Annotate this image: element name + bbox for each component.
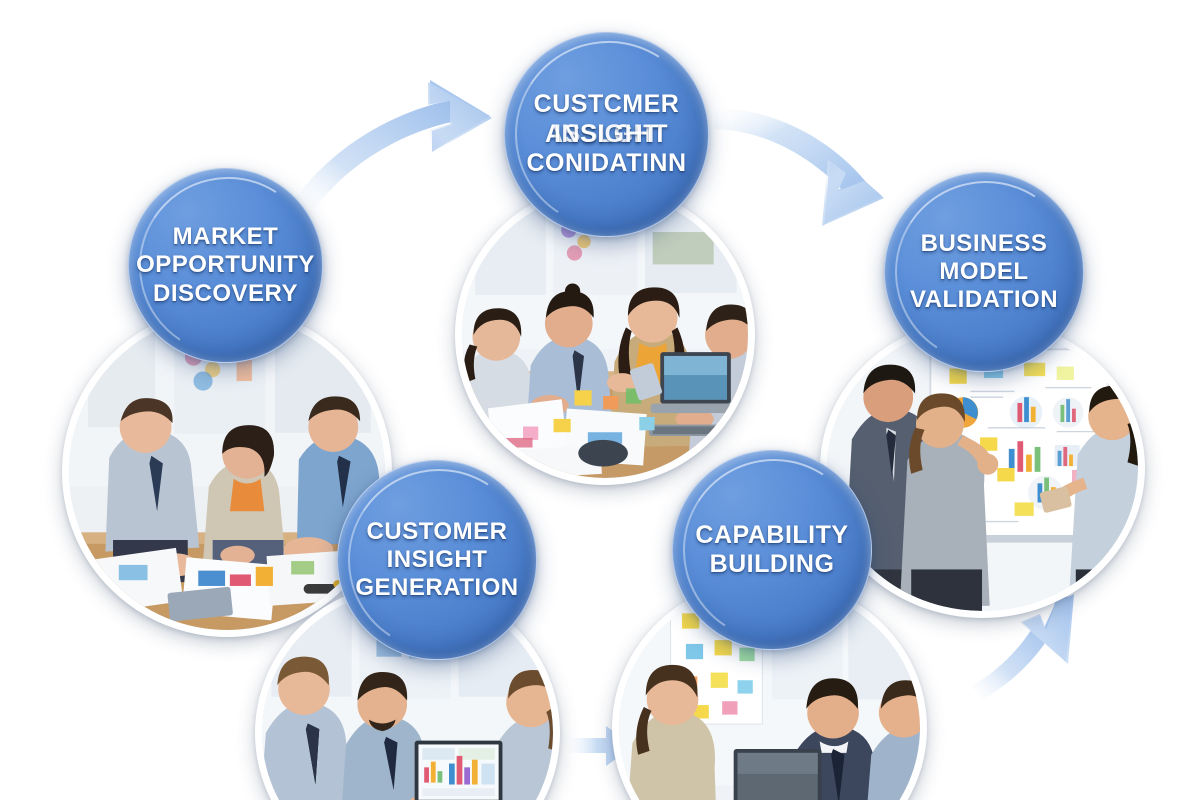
node-capability-building-label: CAPABILITY BUILDING — [695, 520, 849, 579]
node-market-opportunity-discovery[interactable]: MARKET OPPORTUNITY DISCOVERY — [128, 168, 323, 363]
node-capability-building[interactable]: CAPABILITY BUILDING — [672, 450, 872, 650]
node-label-line-2-front: ASSLGHT — [545, 119, 668, 148]
node-business-model-validation-label: BUSINESS MODEL VALIDATION — [909, 229, 1059, 314]
node-customer-insight-generation-label: CUSTOMER INSIGHT GENERATION — [355, 517, 519, 602]
node-customer-insight-generation[interactable]: CUSTOMER INSIGHT GENERATION — [337, 460, 537, 660]
node-customer-insight-top-label: CUSTCMER INSIGHT ASSLGHT CONIDATINN — [518, 90, 694, 179]
photo-business-model-image — [827, 325, 1138, 611]
node-label-line-3: CONIDATINN — [526, 149, 687, 178]
node-label-line-1: CUSTCMER — [533, 90, 680, 119]
node-label-line-2-back: INSIGHT — [554, 119, 659, 148]
node-customer-insight-top[interactable]: CUSTCMER INSIGHT ASSLGHT CONIDATINN — [504, 32, 709, 237]
node-market-opportunity-discovery-label: MARKET OPPORTUNITY DISCOVERY — [136, 223, 315, 307]
arrow-customer-to-business — [714, 108, 884, 226]
arrow-market-to-customer — [296, 80, 492, 210]
node-business-model-validation[interactable]: BUSINESS MODEL VALIDATION — [884, 172, 1084, 372]
node-label-line-2-overlap: INSIGHT ASSLGHT — [526, 120, 686, 150]
photo-customer-insight-image — [462, 192, 748, 478]
